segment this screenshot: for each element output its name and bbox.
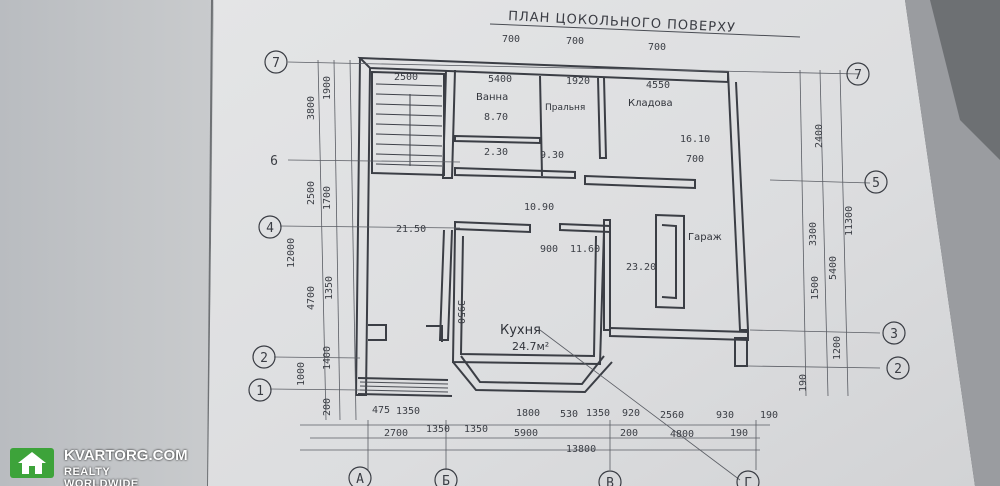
axis-7-right: 7 [854, 68, 862, 83]
area-2150: 21.50 [396, 224, 426, 235]
axis-B: Б [442, 474, 450, 486]
axis-2-left: 2 [260, 351, 268, 366]
bottom-dim-4800: 4800 [670, 429, 694, 440]
axis-6: 6 [270, 154, 278, 169]
right-dim-1500: 1500 [810, 276, 821, 300]
left-dim-1350: 1350 [324, 276, 335, 300]
right-dim-5400: 5400 [828, 256, 839, 280]
left-page [0, 0, 214, 486]
bottom-dim-190b: 190 [730, 428, 748, 439]
bottom-dim-2560: 2560 [660, 410, 684, 421]
top-dim-700b: 700 [566, 36, 584, 47]
left-dim-1700: 1700 [322, 186, 333, 210]
bottom-dim-475: 475 [372, 405, 390, 416]
room-laundry: Пральня [545, 103, 585, 113]
bottom-dim-920: 920 [622, 408, 640, 419]
area-230: 2.30 [484, 147, 508, 158]
top-dim-1920: 1920 [566, 76, 590, 87]
right-dim-11300: 11300 [844, 206, 855, 236]
area-930: 9.30 [540, 150, 564, 161]
bottom-dim-200: 200 [620, 428, 638, 439]
room-kitchen: Кухня [500, 323, 541, 338]
bottom-dim-190: 190 [760, 410, 778, 421]
bottom-dim-1350d: 1350 [464, 424, 488, 435]
left-dim-1000: 1000 [296, 362, 307, 386]
axis-A: А [356, 472, 364, 486]
bottom-dim-5900: 5900 [514, 428, 538, 439]
bottom-dim-1350a: 1350 [396, 406, 420, 417]
house-logo-icon [10, 448, 54, 478]
left-dim-4700: 4700 [306, 286, 317, 310]
axis-4: 4 [266, 221, 274, 236]
watermark-tagline: REALTY WORLDWIDE [64, 466, 139, 486]
top-dim-700a: 700 [502, 34, 520, 45]
right-dim-190: 190 [798, 374, 809, 392]
right-dim-2400: 2400 [814, 124, 825, 148]
watermark-name: KVARTORG.COM [64, 447, 188, 464]
room-bath: Ванна [476, 92, 508, 103]
area-2320: 23.20 [626, 262, 656, 273]
room-garage: Гараж [688, 232, 722, 243]
entrance-steps [359, 381, 449, 393]
bottom-dim-2700: 2700 [384, 428, 408, 439]
axis-7-left: 7 [272, 56, 280, 71]
width-900: 900 [540, 244, 558, 255]
top-dim-4550: 4550 [646, 80, 670, 91]
left-dim-3800: 3800 [306, 96, 317, 120]
axis-1: 1 [256, 384, 264, 399]
area-1090: 10.90 [524, 202, 554, 213]
axis-3: 3 [890, 327, 898, 342]
bottom-dim-1350b: 1350 [426, 424, 450, 435]
axis-5: 5 [872, 176, 880, 191]
left-dim-12000: 12000 [286, 238, 297, 268]
width-700: 700 [686, 154, 704, 165]
area-1610: 16.10 [680, 134, 710, 145]
axis-V: В [606, 476, 614, 486]
axis-lines [269, 59, 881, 481]
bottom-dim-930: 930 [716, 410, 734, 421]
plan-sheet [208, 0, 975, 486]
left-dim-2500: 2500 [306, 181, 317, 205]
axis-G: Г [744, 476, 752, 486]
bottom-dim-1350c: 1350 [586, 408, 610, 419]
bottom-dim-1800: 1800 [516, 408, 540, 419]
axis-bubbles [248, 50, 910, 486]
axis-2-right: 2 [894, 362, 902, 377]
room-storage: Кладова [628, 98, 673, 109]
top-dim-5400: 5400 [488, 74, 512, 85]
height-3950: 3950 [455, 300, 466, 324]
right-dim-3300: 3300 [808, 222, 819, 246]
right-dim-1200: 1200 [832, 336, 843, 360]
area-870: 8.70 [484, 112, 508, 123]
watermark: KVARTORG.COM REALTY WORLDWIDE [6, 444, 188, 486]
bottom-dim-total: 13800 [566, 444, 596, 455]
kitchen-area: 24.7м² [512, 340, 549, 353]
left-dim-1900: 1900 [322, 76, 333, 100]
area-1160: 11.60 [570, 244, 600, 255]
left-dim-200: 200 [322, 398, 333, 416]
top-dim-700c: 700 [648, 42, 666, 53]
left-dim-1400: 1400 [322, 346, 333, 370]
staircase [375, 83, 443, 167]
top-dim-2500: 2500 [394, 72, 418, 83]
bottom-dim-530: 530 [560, 409, 578, 420]
